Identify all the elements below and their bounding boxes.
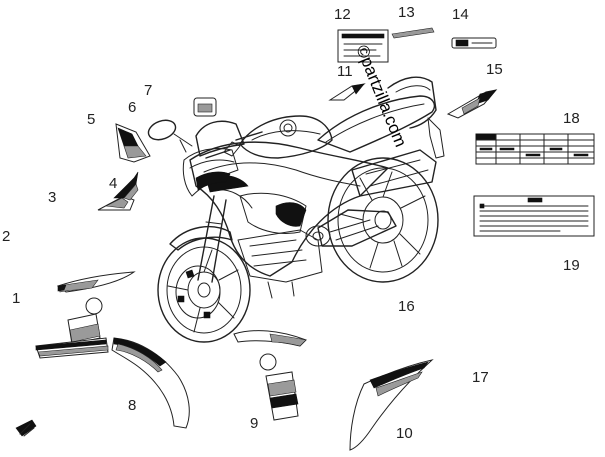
tire-pressure-table-label xyxy=(475,133,595,165)
part-5-triangle-decal xyxy=(115,123,151,163)
part-1-stripe-decal xyxy=(56,271,136,293)
callout-5: 5 xyxy=(87,111,95,128)
callout-11: 11 xyxy=(337,63,353,80)
callout-numbers: 1 2 3 4 5 6 7 8 9 10 11 12 13 14 15 16 1… xyxy=(2,4,580,442)
part-lower-panel-decal xyxy=(111,337,190,429)
mirror xyxy=(147,119,177,141)
part-13-strip-label xyxy=(391,27,435,39)
front-fender xyxy=(169,225,233,251)
muffler xyxy=(351,149,437,197)
callout-6: 6 xyxy=(128,99,136,116)
front-wheel xyxy=(157,237,251,343)
rear-wheel xyxy=(327,157,439,283)
callout-8: 8 xyxy=(128,397,136,414)
callout-7: 7 xyxy=(144,82,152,99)
motorcycle-drawing xyxy=(147,76,445,343)
part-3-wing-decal xyxy=(97,195,135,211)
callout-12: 12 xyxy=(334,6,351,23)
handlebar xyxy=(205,131,263,159)
part-tail-wedge xyxy=(328,83,366,101)
callout-17: 17 xyxy=(472,369,489,386)
swingarm xyxy=(317,209,397,247)
callout-14: 14 xyxy=(452,6,469,23)
callout-15: 15 xyxy=(486,61,503,78)
part-6-square-emblem xyxy=(193,97,217,117)
callout-19: 19 xyxy=(563,257,580,274)
callout-3: 3 xyxy=(48,189,56,206)
callout-9: 9 xyxy=(250,415,258,432)
part-11-box-label xyxy=(337,29,389,63)
callout-18: 18 xyxy=(563,110,580,127)
windscreen xyxy=(195,120,245,157)
callout-16: 16 xyxy=(398,298,415,315)
side-fairing xyxy=(189,141,389,277)
engine xyxy=(237,225,331,299)
part-mid-wedge-decal xyxy=(233,330,307,347)
seat xyxy=(317,95,436,153)
part-14-small-emblem xyxy=(451,37,497,49)
callout-13: 13 xyxy=(398,4,415,21)
callout-4: 4 xyxy=(109,175,117,192)
grab-rail xyxy=(387,76,437,129)
callout-1: 1 xyxy=(12,290,20,307)
part-15-wing-decal xyxy=(446,89,498,119)
warning-text-label xyxy=(473,195,595,237)
fuel-tank xyxy=(239,115,333,159)
part-8-fairing-stripe-decal xyxy=(15,297,109,437)
callout-2: 2 xyxy=(2,228,10,245)
part-4-arrow-decal xyxy=(113,171,139,201)
part-9-side-decal xyxy=(259,353,299,421)
callout-10: 10 xyxy=(396,425,413,442)
part-10-curved-stripe xyxy=(349,359,434,451)
